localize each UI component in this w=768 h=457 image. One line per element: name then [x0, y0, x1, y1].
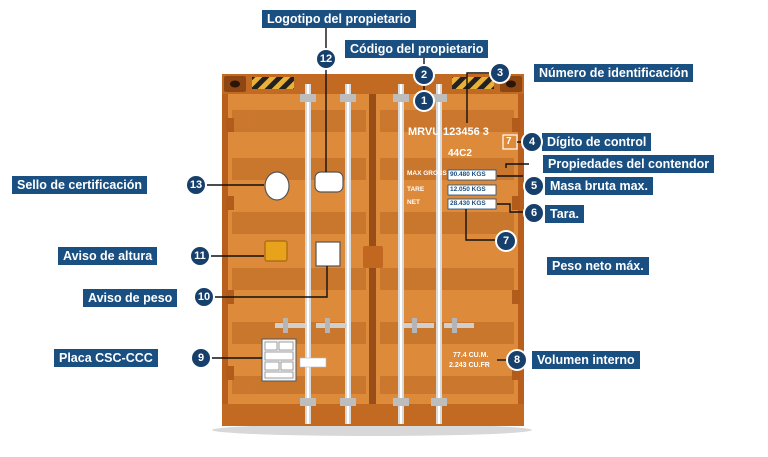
bar-brackets: [300, 94, 447, 406]
height-notice-sticker: [264, 240, 288, 262]
label-weight-notice: Aviso de peso: [83, 289, 178, 307]
ground-shadow: [212, 424, 532, 436]
max-gross-label: MAX GROSS: [407, 170, 447, 177]
marker-9: 9: [192, 349, 210, 367]
owner-logo-plate: [314, 171, 344, 193]
marker-11: 11: [191, 247, 209, 265]
label-height-notice: Aviso de altura: [58, 247, 158, 265]
marker-6: 6: [525, 204, 543, 222]
label-id-number: Número de identificación: [534, 64, 694, 82]
net-box: [447, 198, 497, 210]
hazard-stripe-left: [252, 77, 294, 89]
net-value: 28.430 KGS: [450, 200, 486, 207]
marker-8: 8: [508, 351, 526, 369]
container-serial: 123456 3: [443, 126, 489, 138]
hazard-stripe-right: [452, 77, 494, 89]
tare-label: TARE: [407, 186, 425, 193]
marker-13: 13: [187, 176, 205, 194]
csc-small-label: [299, 357, 327, 368]
marker-3: 3: [491, 64, 509, 82]
label-check-digit: Dígito de control: [542, 133, 652, 151]
max-gross-box: [447, 169, 497, 181]
marker-5: 5: [525, 177, 543, 195]
marker-4: 4: [523, 133, 541, 151]
weight-notice-sticker: [315, 241, 341, 267]
marker-7: 7: [497, 232, 515, 250]
csc-plate: [261, 338, 297, 382]
locking-bars: [305, 84, 442, 424]
label-owner-code: Código del propietario: [345, 40, 489, 58]
label-csc-plate: Placa CSC-CCC: [54, 349, 158, 367]
label-owner-logo: Logotipo del propietario: [262, 10, 416, 28]
net-label: NET: [407, 199, 420, 206]
label-internal-volume: Volumen interno: [532, 351, 640, 369]
marker-1: 1: [415, 92, 433, 110]
label-properties: Propiedades del contendor: [543, 155, 715, 173]
container-owner-code: MRVU: [408, 126, 441, 138]
container-check-digit: 7: [506, 136, 512, 147]
tare-value: 12.050 KGS: [450, 186, 486, 193]
certification-seal-plate: [264, 171, 290, 201]
marker-12: 12: [317, 50, 335, 68]
label-max-gross: Masa bruta max.: [545, 177, 653, 195]
volume-cum: 77.4 CU.M.: [453, 352, 489, 359]
center-latch: [363, 246, 383, 268]
max-gross-value: 90.480 KGS: [450, 171, 486, 178]
label-tare: Tara.: [545, 205, 584, 223]
label-certification-seal: Sello de certificación: [12, 176, 148, 194]
marker-10: 10: [195, 288, 213, 306]
door-handles: [275, 318, 474, 333]
container-type-code: 44C2: [448, 148, 472, 159]
tare-box: [447, 184, 497, 196]
volume-cuft: 2.243 CU.FR: [449, 362, 490, 369]
marker-2: 2: [415, 66, 433, 84]
label-net-weight: Peso neto máx.: [547, 257, 649, 275]
